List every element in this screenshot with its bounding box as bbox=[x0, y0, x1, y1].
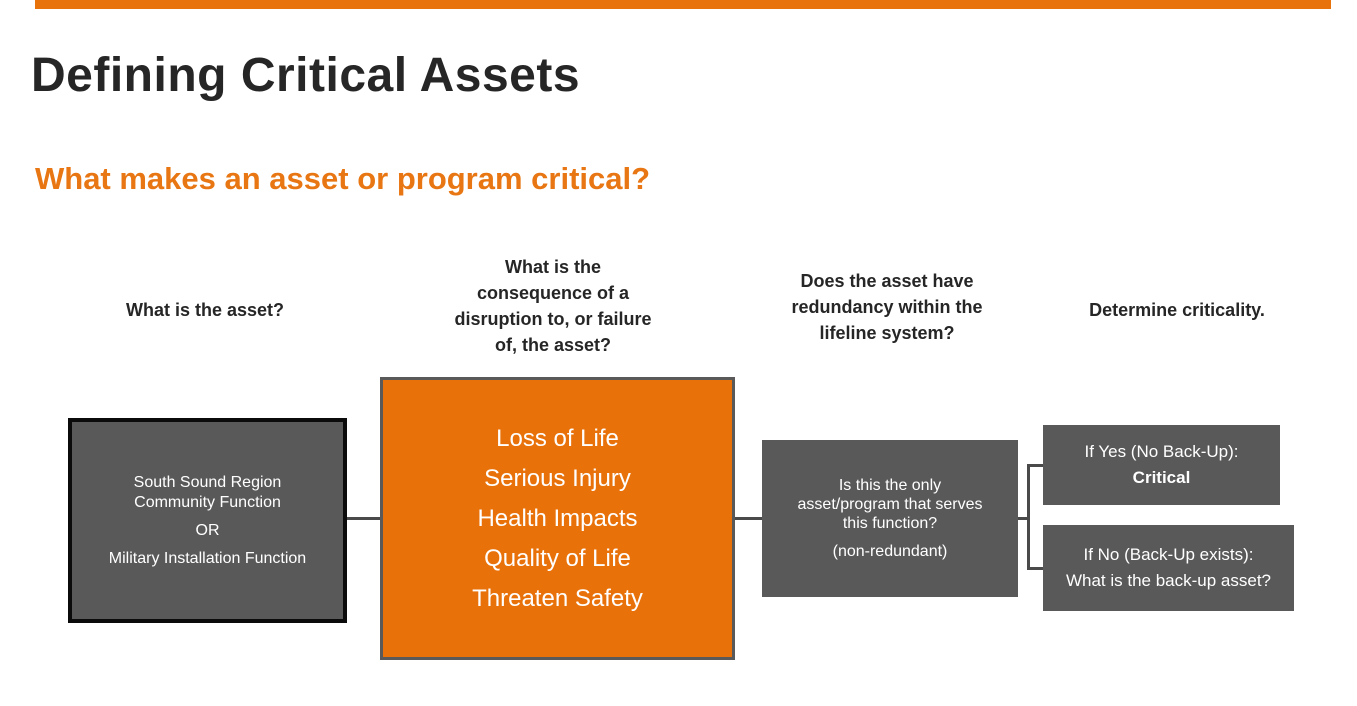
connector-asset-to-consequence bbox=[347, 517, 380, 520]
consequence-item: Health Impacts bbox=[477, 504, 638, 532]
connector-branch-to-yes bbox=[1027, 464, 1043, 467]
outcome-no-box: If No (Back-Up exists): What is the back… bbox=[1043, 525, 1294, 611]
consequence-item: Threaten Safety bbox=[472, 584, 643, 612]
consequence-box: Loss of Life Serious Injury Health Impac… bbox=[380, 377, 735, 660]
column-header-asset: What is the asset? bbox=[70, 297, 340, 323]
column-header-line: redundancy within the bbox=[791, 297, 983, 317]
column-header-line: disruption to, or failure bbox=[454, 309, 652, 329]
consequence-item: Serious Injury bbox=[484, 464, 631, 492]
column-header-line: of, the asset? bbox=[494, 335, 612, 355]
outcome-no-label: If No (Back-Up exists): bbox=[1083, 545, 1254, 564]
column-header-line: What is the asset? bbox=[125, 300, 285, 320]
outcome-no-question: What is the back-up asset? bbox=[1065, 571, 1272, 590]
redundancy-box: Is this the only asset/program that serv… bbox=[762, 440, 1018, 597]
asset-box-line: Community Function bbox=[134, 493, 281, 511]
column-header-line: Does the asset have bbox=[800, 271, 974, 291]
slide-title: Defining Critical Assets bbox=[31, 49, 581, 102]
column-header-line: consequence of a bbox=[476, 283, 630, 303]
redundancy-box-line: Is this the only bbox=[838, 477, 942, 494]
slide-subtitle: What makes an asset or program critical? bbox=[35, 161, 651, 196]
connector-branch-vertical bbox=[1027, 464, 1030, 570]
column-header-consequence: What is the consequence of a disruption … bbox=[418, 254, 688, 358]
outcome-yes-box: If Yes (No Back-Up): Critical bbox=[1043, 425, 1280, 505]
column-header-redundancy: Does the asset have redundancy within th… bbox=[752, 268, 1022, 346]
column-header-line: Determine criticality. bbox=[1089, 300, 1265, 320]
consequence-item: Loss of Life bbox=[496, 424, 619, 452]
connector-consequence-to-redundancy bbox=[735, 517, 762, 520]
redundancy-box-line: this function? bbox=[842, 515, 938, 532]
column-header-line: lifeline system? bbox=[819, 323, 955, 343]
connector-redundancy-to-branch bbox=[1018, 517, 1030, 520]
asset-box-line: South Sound Region bbox=[133, 473, 282, 491]
asset-box-or: OR bbox=[195, 521, 220, 539]
column-header-line: What is the bbox=[504, 257, 601, 277]
outcome-yes-result: Critical bbox=[1132, 468, 1191, 487]
connector-branch-to-no bbox=[1027, 567, 1043, 570]
outcome-yes-label: If Yes (No Back-Up): bbox=[1084, 442, 1239, 461]
asset-box: South Sound Region Community Function OR… bbox=[68, 418, 347, 623]
redundancy-box-line: asset/program that serves bbox=[797, 496, 983, 513]
asset-box-line: Military Installation Function bbox=[108, 549, 307, 567]
consequence-item: Quality of Life bbox=[484, 544, 631, 572]
column-header-criticality: Determine criticality. bbox=[1042, 297, 1312, 323]
top-accent-bar bbox=[35, 0, 1331, 9]
redundancy-box-note: (non-redundant) bbox=[832, 543, 948, 560]
